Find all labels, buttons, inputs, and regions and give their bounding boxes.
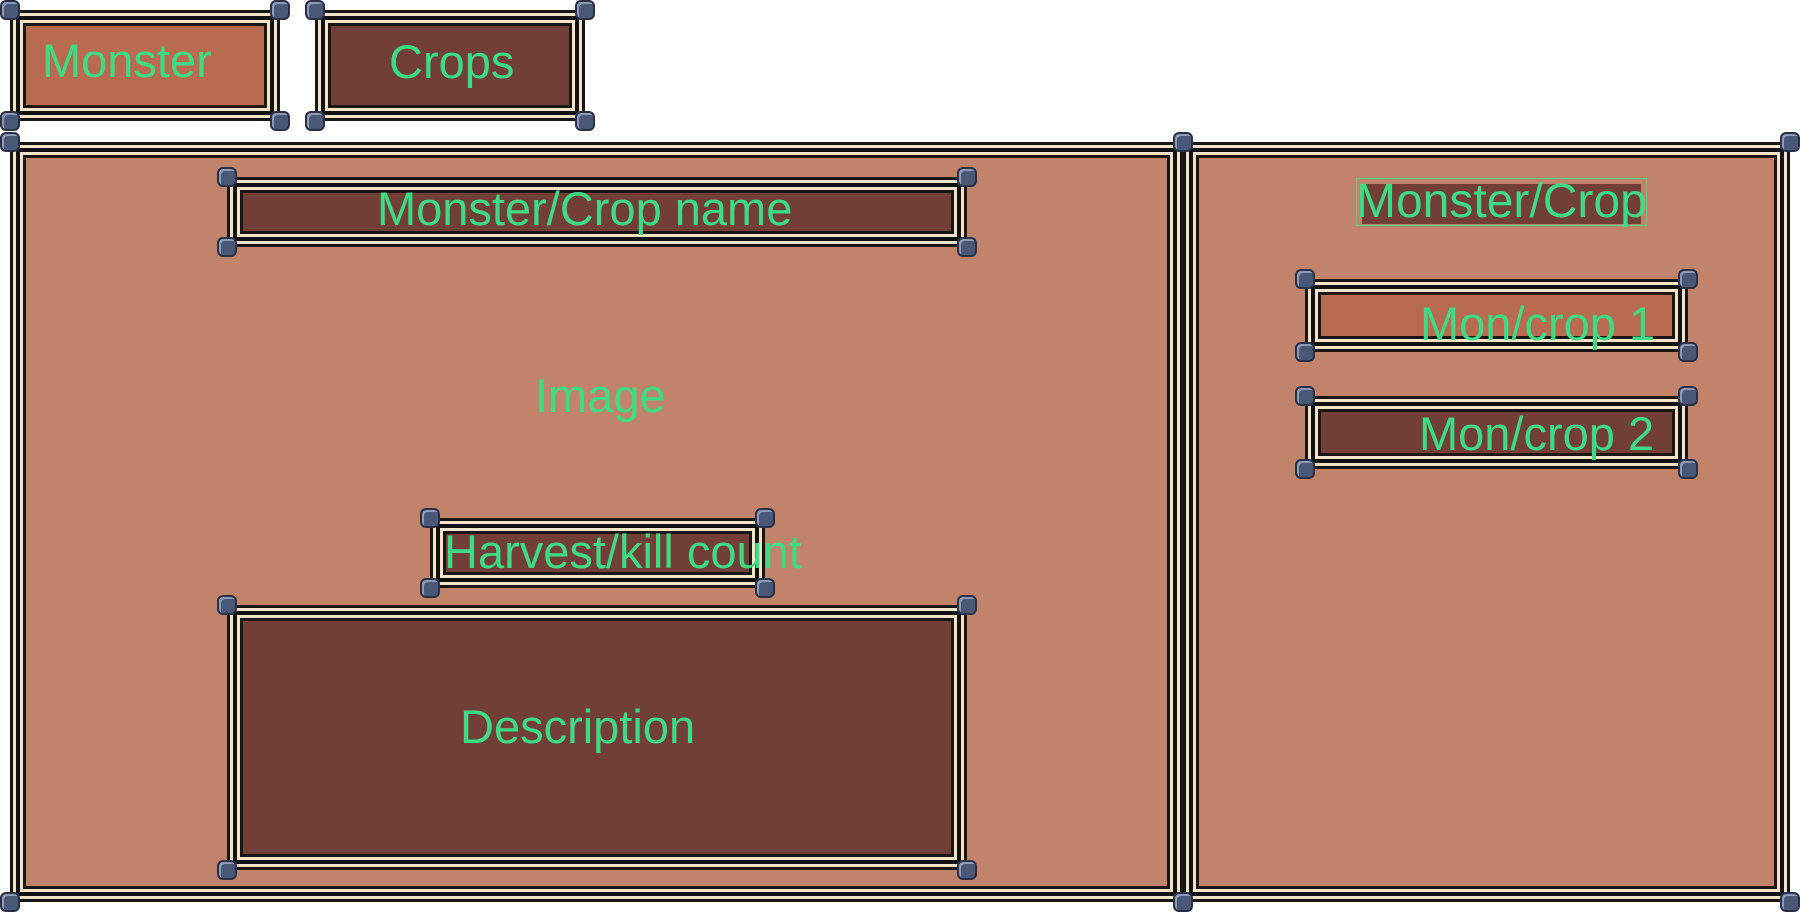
list-panel bbox=[1183, 132, 1800, 912]
corner-rivet bbox=[755, 508, 775, 528]
corner-rivet bbox=[1173, 132, 1193, 152]
image-placeholder: Image bbox=[535, 369, 666, 422]
corner-rivet bbox=[217, 167, 237, 187]
corner-rivet bbox=[1295, 386, 1315, 406]
corner-rivet bbox=[957, 860, 977, 880]
corner-rivet bbox=[957, 237, 977, 257]
corner-rivet bbox=[270, 0, 290, 20]
corner-rivet bbox=[575, 111, 595, 131]
corner-rivet bbox=[305, 0, 325, 20]
corner-rivet bbox=[0, 0, 20, 20]
tab-crops[interactable] bbox=[305, 0, 595, 131]
corner-rivet bbox=[1295, 342, 1315, 362]
description-box bbox=[217, 595, 977, 880]
corner-rivet bbox=[0, 111, 20, 131]
corner-rivet bbox=[1295, 459, 1315, 479]
corner-rivet bbox=[957, 595, 977, 615]
corner-rivet bbox=[1678, 342, 1698, 362]
count-plate bbox=[420, 508, 775, 598]
corner-rivet bbox=[575, 0, 595, 20]
corner-rivet bbox=[755, 578, 775, 598]
list-item-label: Mon/crop 2 bbox=[1419, 407, 1655, 460]
corner-rivet bbox=[1780, 892, 1800, 912]
corner-rivet bbox=[1678, 386, 1698, 406]
tab-crops-label: Crops bbox=[389, 35, 515, 88]
corner-rivet bbox=[270, 111, 290, 131]
corner-rivet bbox=[957, 167, 977, 187]
corner-rivet bbox=[1678, 459, 1698, 479]
corner-rivet bbox=[420, 578, 440, 598]
list-item[interactable] bbox=[1295, 386, 1698, 479]
list-item[interactable] bbox=[1295, 269, 1698, 362]
corner-rivet bbox=[1173, 892, 1193, 912]
corner-rivet bbox=[1678, 269, 1698, 289]
corner-rivet bbox=[0, 132, 20, 152]
tab-monster-label: Monster bbox=[42, 34, 212, 87]
corner-rivet bbox=[1780, 132, 1800, 152]
list-item-label: Mon/crop 1 bbox=[1420, 297, 1656, 350]
corner-rivet bbox=[305, 111, 325, 131]
corner-rivet bbox=[217, 595, 237, 615]
corner-rivet bbox=[217, 860, 237, 880]
name-plate bbox=[217, 167, 977, 257]
tab-monster[interactable] bbox=[0, 0, 290, 131]
monster-crop-name: Monster/Crop name bbox=[377, 182, 793, 235]
corner-rivet bbox=[420, 508, 440, 528]
corner-rivet bbox=[1295, 269, 1315, 289]
list-header: Monster/Crop bbox=[1356, 175, 1647, 228]
description-text: Description bbox=[460, 700, 696, 753]
harvest-kill-count: Harvest/kill count bbox=[444, 525, 802, 578]
corner-rivet bbox=[0, 892, 20, 912]
corner-rivet bbox=[217, 237, 237, 257]
